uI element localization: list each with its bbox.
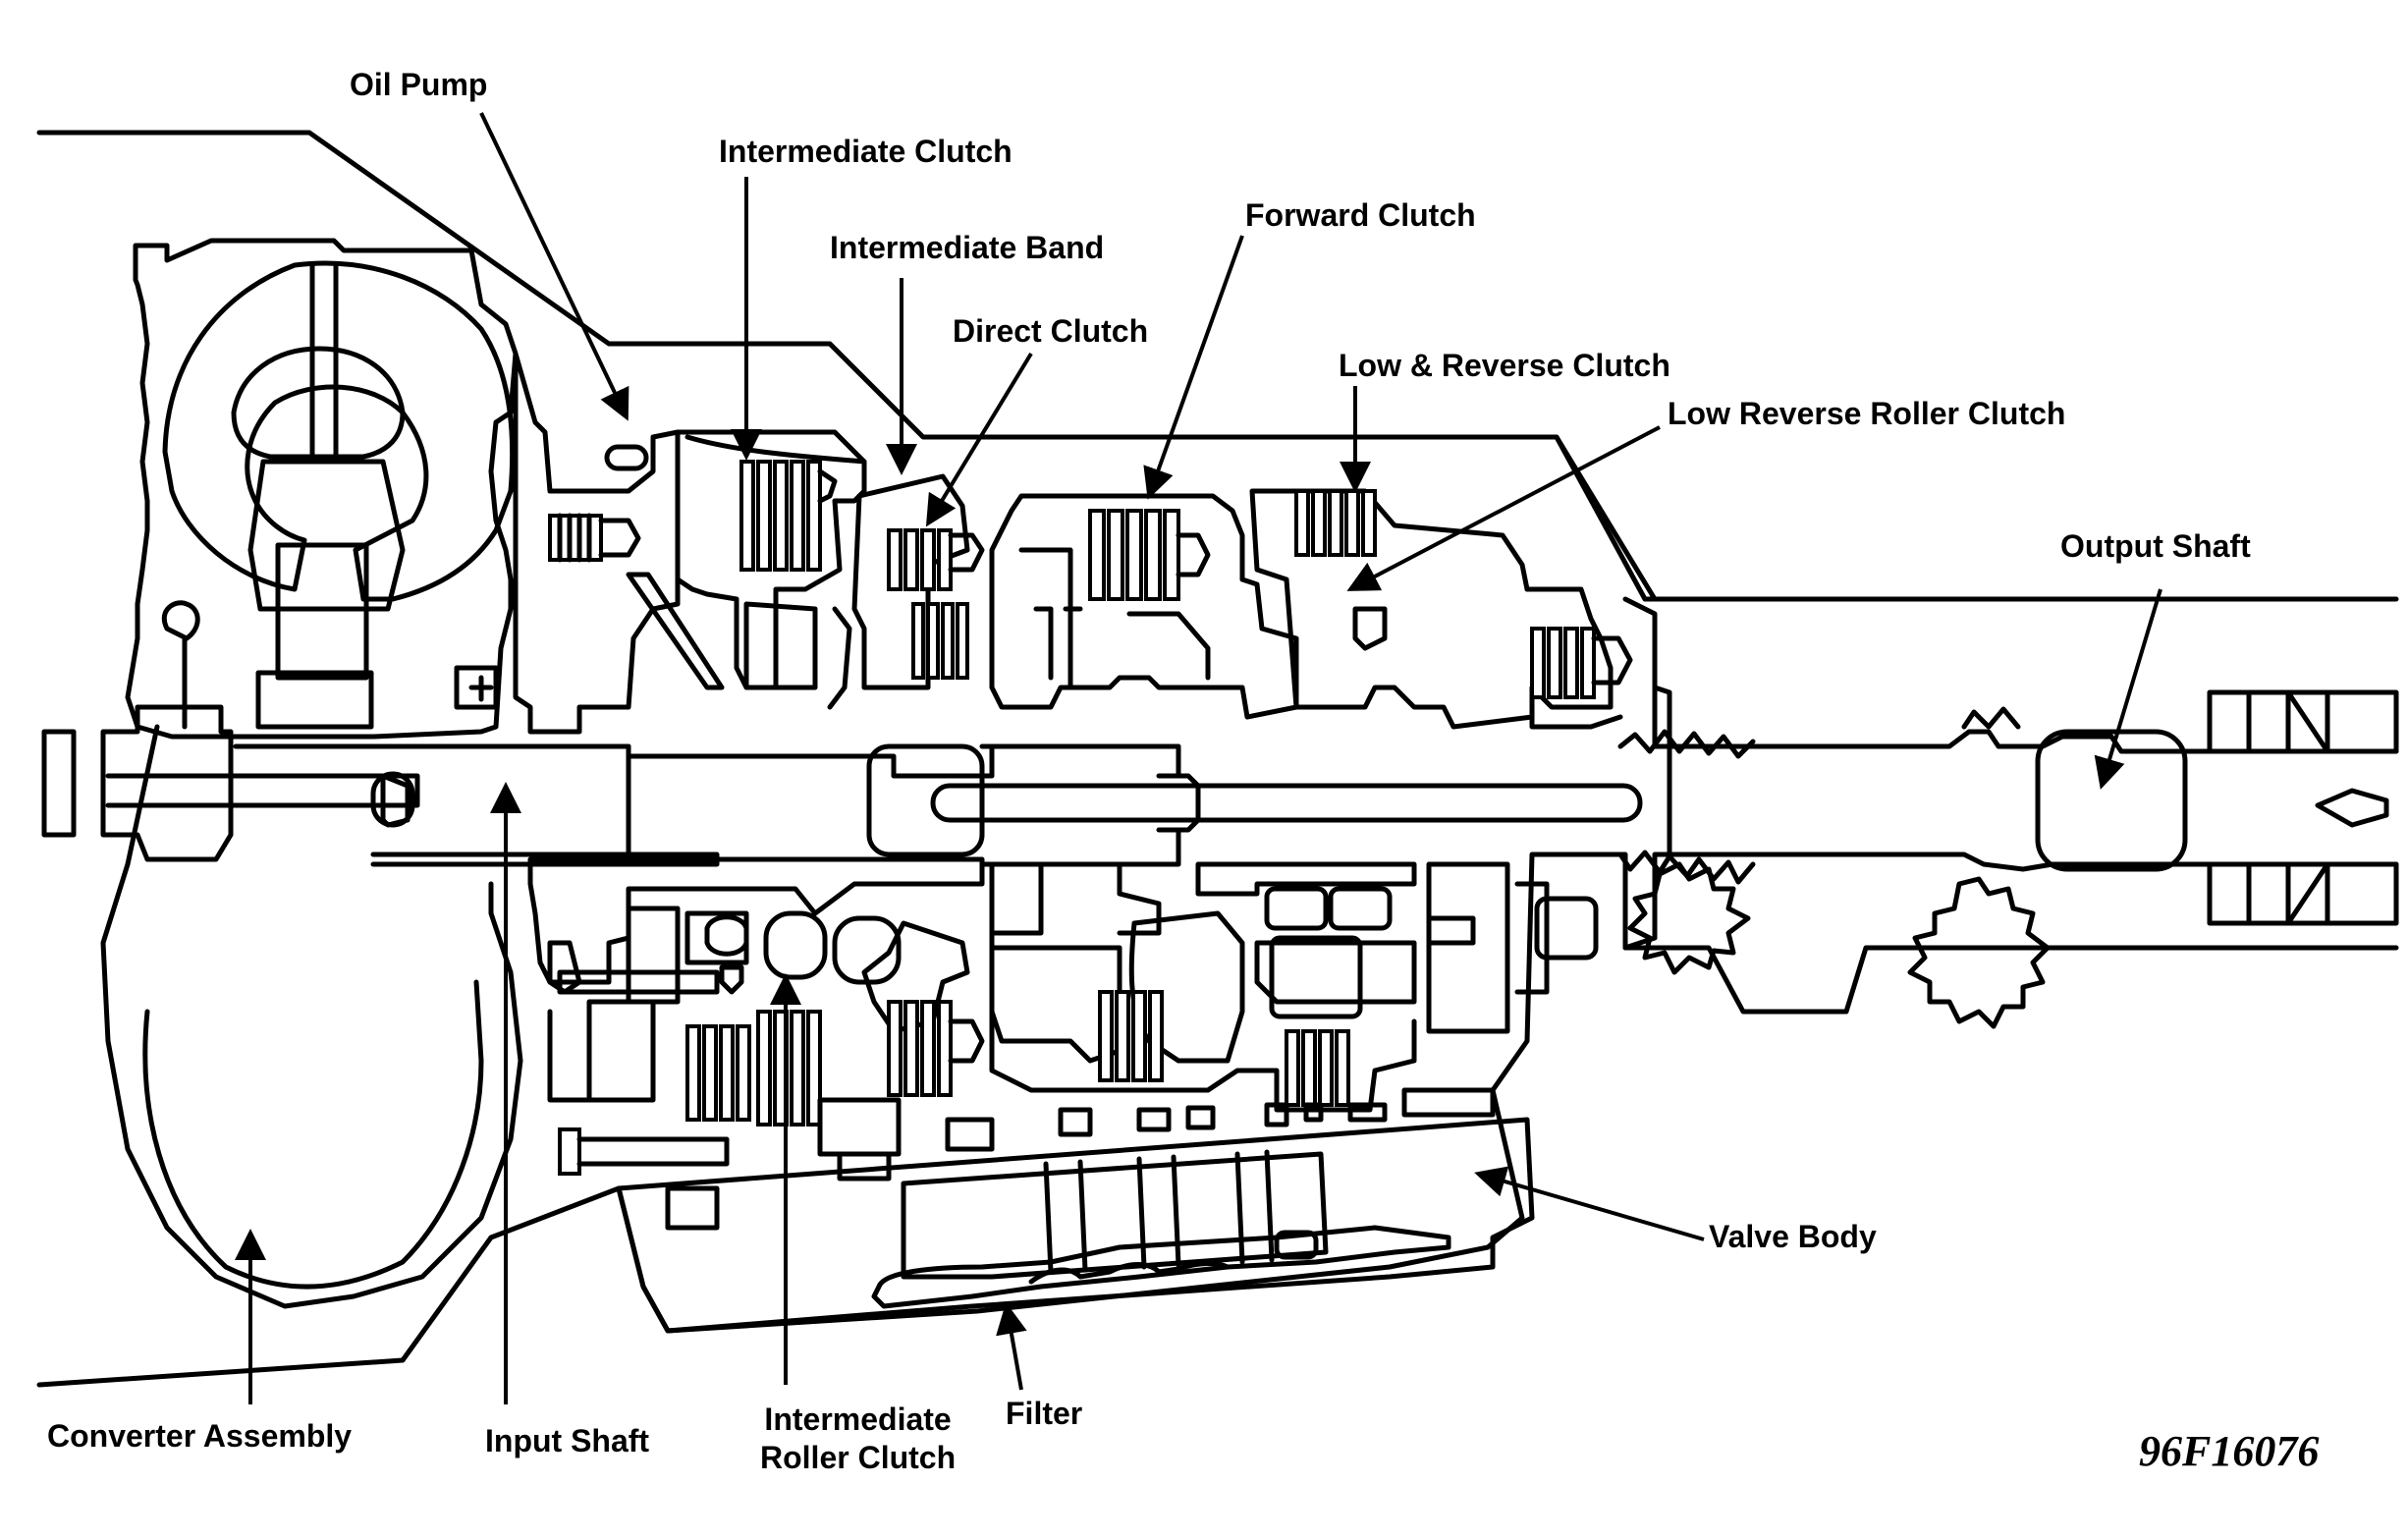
label-intermediate-roller-clutch-line2: Roller Clutch [760,1440,957,1476]
valve-body [616,1087,1535,1334]
label-forward-clutch: Forward Clutch [1245,197,1476,233]
lower-bolts [547,999,730,1176]
oil-pump [454,351,725,735]
label-intermediate-band: Intermediate Band [830,230,1105,265]
label-oil-pump: Oil Pump [350,67,488,102]
rear-clutch-pack [1529,627,1633,730]
label-converter-assembly: Converter Assembly [47,1418,353,1454]
output-shaft [1617,596,2399,951]
filter [871,1225,1451,1309]
main-shaft [930,743,1643,867]
label-intermediate-clutch: Intermediate Clutch [719,134,1012,169]
pump-bolt [548,513,641,563]
intermediate-roller-clutch [557,964,822,1127]
label-direct-clutch: Direct Clutch [953,313,1149,349]
converter-assembly [41,238,523,1309]
label-intermediate-roller-clutch: Intermediate Roller Clutch [760,1401,956,1477]
label-output-shaft: Output Shaft [2060,528,2251,564]
forward-clutch-drum [989,493,1299,720]
figure-id: 96F16076 [2139,1427,2320,1475]
label-input-shaft: Input Shaft [485,1423,650,1458]
intermediate-clutch-pack [675,429,867,690]
label-low-reverse-roller-clutch: Low Reverse Roller Clutch [1668,396,2066,431]
label-filter: Filter [1006,1396,1083,1431]
leader-lines [235,112,2162,1404]
label-intermediate-roller-clutch-line1: Intermediate [764,1402,952,1437]
label-valve-body: Valve Body [1709,1219,1877,1254]
direct-clutch-pack [887,528,985,680]
output-gears [1627,861,2051,1029]
lower-clutch-packs [887,861,1417,1113]
transmission-case [36,130,2399,1388]
label-low-reverse-clutch: Low & Reverse Clutch [1339,348,1670,383]
